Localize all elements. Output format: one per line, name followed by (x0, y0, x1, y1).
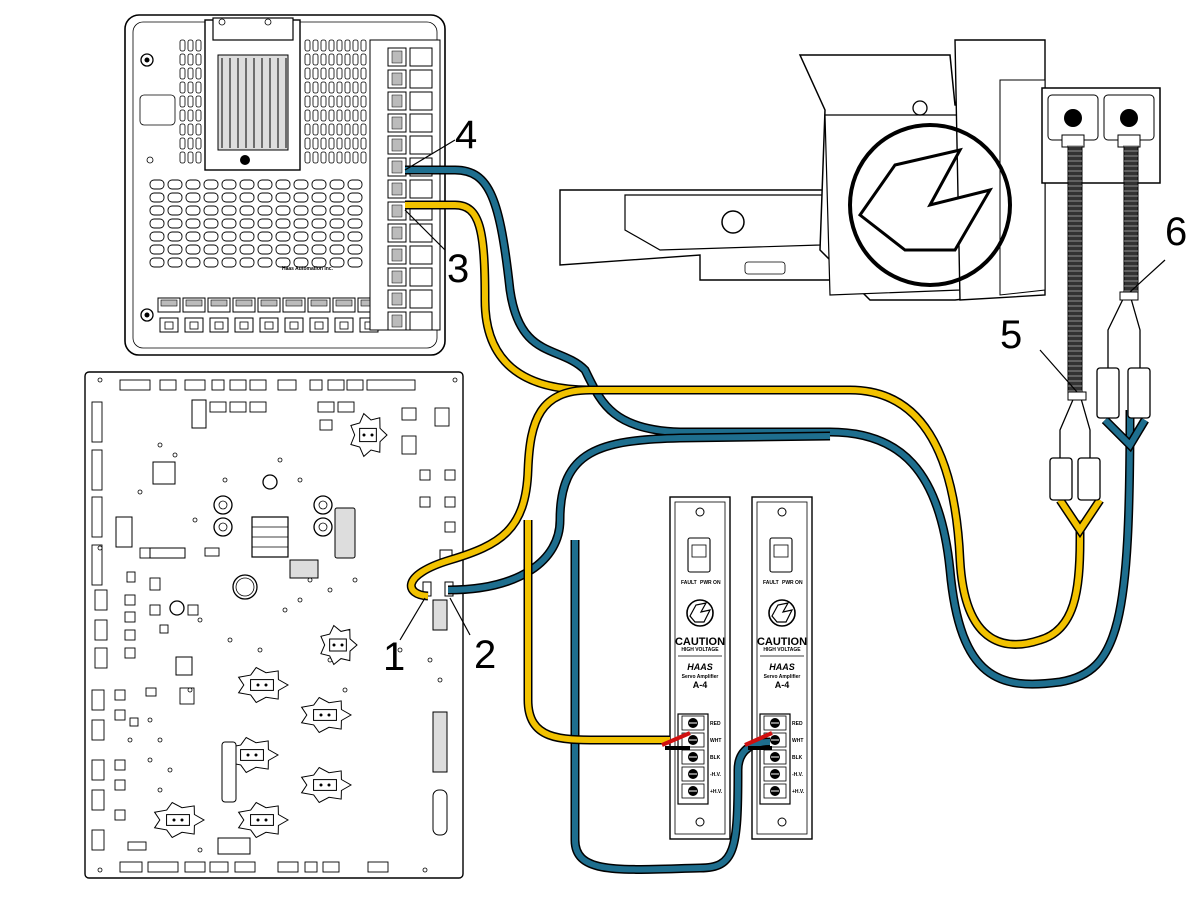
high-voltage-label: HIGH VOLTAGE (681, 647, 719, 653)
caution-label: CAUTION (757, 636, 807, 648)
caution-label: CAUTION (675, 636, 725, 648)
yellow-cable-amp (525, 520, 670, 743)
terminal-label: -H.V. (710, 772, 722, 778)
terminal-label: +H.V. (792, 789, 805, 795)
y-cables (1049, 291, 1151, 501)
brand-label: HAAS (769, 662, 795, 672)
heatsink-icon (237, 666, 290, 704)
blue-cable-main (405, 167, 1133, 688)
callout-4: 4 (455, 113, 477, 157)
pwr-on-label: PWR ON (700, 580, 721, 586)
terminal-label: +H.V. (710, 789, 723, 795)
terminal-label: -H.V. (792, 772, 804, 778)
rotary-unit (559, 39, 1161, 396)
callout-5: 5 (1000, 313, 1022, 357)
fault-label: FAULT (763, 580, 779, 586)
pwr-on-label: PWR ON (782, 580, 803, 586)
brand-label: HAAS (687, 662, 713, 672)
yellow-cable-main (405, 202, 1083, 648)
haas-logo-icon (848, 123, 1012, 287)
high-voltage-label: HIGH VOLTAGE (763, 647, 801, 653)
haas-logo-icon (768, 599, 796, 627)
callout-1: 1 (383, 635, 405, 679)
heatsink-icon (320, 624, 358, 666)
heatsink-icon (300, 696, 353, 734)
heatsink-icon (350, 412, 388, 458)
terminal-label: BLK (792, 755, 803, 761)
blue-cable-amp (572, 540, 771, 873)
heatsink-icon (221, 58, 287, 148)
callout-6: 6 (1165, 210, 1187, 254)
fault-label: FAULT (681, 580, 697, 586)
main-pcb (84, 371, 464, 879)
terminal-label: BLK (710, 755, 721, 761)
maker-text: Haas Automation Inc. (282, 266, 334, 272)
heatsink-icon (300, 766, 353, 804)
heatsink-icon (153, 801, 206, 839)
model-label: A-4 (775, 680, 790, 690)
model-label: A-4 (693, 680, 708, 690)
callout-2: 2 (474, 633, 496, 677)
callouts: 4 3 1 2 5 6 (383, 113, 1187, 679)
product-label: Servo Amplifier (682, 674, 719, 680)
heatsink-icon (227, 736, 280, 774)
connector-icon (1049, 367, 1151, 501)
terminal-label: WHT (792, 738, 803, 744)
heatsink-icon (237, 801, 290, 839)
control-unit: Haas Automation Inc. (124, 14, 446, 356)
cables (405, 165, 1149, 874)
callout-3: 3 (447, 247, 469, 291)
terminal-label: WHT (710, 738, 721, 744)
blue-cable-pcb (447, 433, 831, 593)
yellow-cable-pcb (408, 387, 591, 599)
product-label: Servo Amplifier (764, 674, 801, 680)
haas-logo-icon (686, 599, 714, 627)
terminal-label: RED (792, 721, 803, 727)
terminal-label: RED (710, 721, 721, 727)
